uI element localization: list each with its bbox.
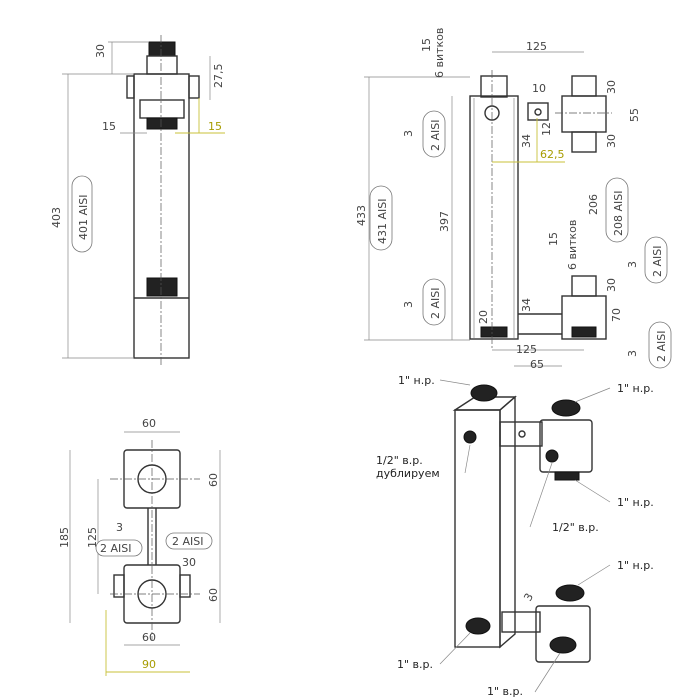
coils-bottom: 6 витков — [566, 220, 579, 270]
pill-208-aisi: 208 AISI — [612, 191, 625, 237]
dim-34-bottom: 34 — [520, 298, 533, 312]
front-view: 30 27,5 403 401 AISI 15 15 — [50, 35, 225, 365]
dim-3-bottom: 3 — [402, 301, 415, 308]
callout-half-in-female: 1/2" в.р. — [376, 454, 423, 467]
dim-3-right: 3 — [626, 261, 639, 268]
dim-15-left: 15 — [102, 120, 116, 133]
dim-60-top: 60 — [142, 417, 156, 430]
dim-60-right-top: 60 — [207, 473, 220, 487]
dim-3-top: 3 — [402, 130, 415, 137]
dim-65: 65 — [530, 358, 544, 371]
callout-1in-male-top-right: 1" н.р. — [617, 382, 654, 395]
dim-125-bottom: 125 — [516, 343, 537, 356]
pill-431-aisi: 431 AISI — [376, 199, 389, 245]
dim-125: 125 — [86, 527, 99, 548]
dim-15-right: 15 — [208, 120, 222, 133]
dim-15-bottom: 15 — [547, 232, 560, 246]
dim-30-b: 30 — [605, 134, 618, 148]
coils-top: 6 витков — [433, 28, 446, 78]
dim-3-right-bottom: 3 — [626, 350, 639, 357]
pill-401-aisi: 401 AISI — [77, 195, 90, 241]
iso-view: 1" н.р. 1" н.р. 1/2" в.р. дублируем 1" н… — [376, 374, 654, 698]
dim-10: 10 — [532, 82, 546, 95]
dim-20: 20 — [477, 310, 490, 324]
pill-2-aisi-right: 2 AISI — [172, 535, 204, 548]
dim-34-top: 34 — [520, 134, 533, 148]
dim-125-top: 125 — [526, 40, 547, 53]
dim-30-a: 30 — [605, 80, 618, 94]
callout-half-in-female-right: 1/2" в.р. — [552, 521, 599, 534]
callout-1in-female-right: 1" в.р. — [487, 685, 523, 698]
dim-60-bottom: 60 — [142, 631, 156, 644]
dim-185: 185 — [58, 527, 71, 548]
pill-2-aisi-top: 2 AISI — [429, 120, 442, 152]
dim-30: 30 — [182, 556, 196, 569]
top-view: 60 60 90 185 125 60 60 3 30 2 AISI 2 AIS… — [58, 417, 221, 676]
pill-2-aisi-right: 2 AISI — [651, 246, 664, 278]
dim-27-5: 27,5 — [212, 64, 225, 89]
dim-30: 30 — [94, 44, 107, 58]
callout-1in-female-left: 1" в.р. — [397, 658, 433, 671]
dim-55: 55 — [628, 108, 641, 122]
dim-3: 3 — [116, 521, 123, 534]
pill-2-aisi-left: 2 AISI — [100, 542, 132, 555]
dim-60-right-bottom: 60 — [207, 588, 220, 602]
dim-90: 90 — [142, 658, 156, 671]
pill-2-aisi-right-bottom: 2 AISI — [655, 331, 668, 363]
dim-62-5: 62,5 — [540, 148, 565, 161]
pill-2-aisi-bottom: 2 AISI — [429, 288, 442, 320]
dim-15-top: 15 — [420, 38, 433, 52]
dim-70: 70 — [610, 308, 623, 322]
callout-1in-male-lower: 1" н.р. — [617, 496, 654, 509]
dim-12: 12 — [540, 122, 553, 136]
dim-30-c: 30 — [605, 278, 618, 292]
dim-403: 403 — [50, 207, 63, 228]
dim-397: 397 — [438, 211, 451, 232]
callout-1in-male-top-left: 1" н.р. — [398, 374, 435, 387]
dim-433: 433 — [355, 205, 368, 226]
dim-3-iso: 3 — [521, 591, 536, 604]
callout-duplicate: дублируем — [376, 467, 440, 480]
side-view: 125 15 6 витков 433 431 AISI 397 3 2 AIS… — [355, 28, 672, 371]
callout-1in-male-bottom: 1" н.р. — [617, 559, 654, 572]
dim-206: 206 — [587, 194, 600, 215]
